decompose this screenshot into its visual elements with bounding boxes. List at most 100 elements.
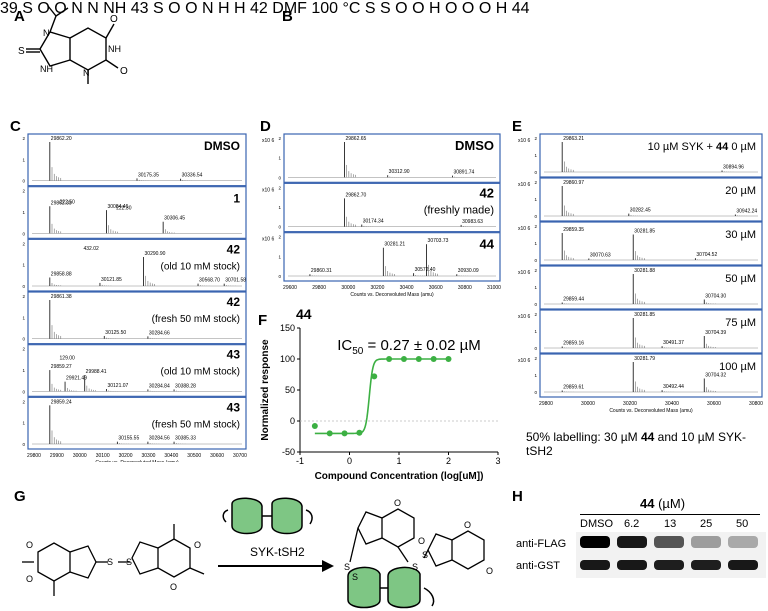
svg-text:1: 1	[22, 368, 25, 373]
ms-x-axis-label: Counts vs. Deconvoluted Mass (amu)	[95, 460, 179, 462]
ms-scale-label: x10 6	[518, 182, 530, 188]
ms-x-tick: 30700	[233, 453, 247, 459]
ms-peak-label: 30930.09	[458, 268, 479, 274]
ms-trace-box	[27, 396, 247, 450]
svg-text:2: 2	[22, 294, 25, 299]
panel-label-d: D	[260, 118, 271, 135]
ms-trace-box	[27, 238, 247, 292]
data-point	[400, 356, 407, 362]
svg-text:1: 1	[534, 373, 537, 378]
data-point	[311, 422, 318, 429]
compound-39-structure: S O NH O N N NH	[18, 5, 128, 84]
ms-peak-label: 29863.21	[563, 136, 584, 142]
ms-peak-label: 30070.63	[590, 253, 611, 259]
ms-peak-label: 30891.74	[453, 170, 474, 176]
svg-text:0: 0	[22, 442, 25, 447]
svg-text:1: 1	[534, 241, 537, 246]
svg-text:2: 2	[22, 136, 25, 141]
svg-text:1: 1	[534, 197, 537, 202]
svg-text:0: 0	[278, 274, 281, 279]
x-axis-title: Compound Concentration (log[uM])	[315, 471, 484, 482]
ms-peak-label: 29859.24	[51, 399, 72, 405]
ms-peak-label: 30281.79	[634, 356, 655, 362]
svg-text:0: 0	[534, 390, 537, 395]
band-gst	[580, 560, 610, 570]
band-flag	[580, 536, 610, 548]
svg-text:0: 0	[22, 284, 25, 289]
svg-text:0: 0	[534, 258, 537, 263]
western-blot	[576, 532, 766, 578]
svg-text:S: S	[344, 562, 350, 572]
ms-peak-label: 29861.38	[51, 294, 72, 300]
fit-curve	[314, 358, 449, 435]
ms-peak-label: 30312.90	[389, 169, 410, 175]
ms-trace-label: 43	[227, 400, 241, 414]
ms-trace-box	[283, 232, 501, 282]
ms-x-axis-label: Counts vs. Deconvoluted Mass (amu)	[609, 408, 693, 414]
ms-peak-label: 30284.84	[149, 383, 170, 389]
caption-compound: 44	[640, 430, 655, 444]
panel-label-a: A	[14, 8, 25, 25]
ms-scale-label: x10 6	[518, 314, 530, 320]
svg-text:S: S	[352, 572, 358, 582]
chart-title: 44	[296, 306, 312, 322]
svg-text:O: O	[26, 540, 33, 550]
band-gst	[728, 560, 758, 570]
band-gst	[654, 560, 684, 570]
svg-text:O: O	[486, 566, 493, 576]
reaction-arrow: DMF 100 °C S S O O H O O O H 44 29862.20…	[22, 0, 766, 609]
svg-text:0: 0	[534, 170, 537, 175]
svg-text:O: O	[194, 540, 201, 550]
ms-trace-label: 50 µM	[725, 273, 756, 285]
svg-text:S: S	[107, 557, 113, 567]
ms-x-tick: 30000	[73, 453, 87, 459]
ms-peak-label: 30174.34	[363, 219, 384, 225]
ms-peak-label: 29988.41	[86, 369, 107, 375]
svg-text:0: 0	[22, 179, 25, 184]
ms-peak-label: 30704.39	[705, 330, 726, 336]
ms-trace-box	[539, 353, 763, 398]
blot-row-label-gst: anti-GST	[516, 560, 561, 572]
ms-scale-label: x10 6	[518, 358, 530, 364]
compound-label-43: 43	[130, 0, 149, 17]
ms-peak-label: 30281.85	[634, 312, 655, 318]
data-point	[356, 429, 363, 436]
svg-text:0: 0	[278, 225, 281, 230]
ms-peak-label: 30290.90	[145, 251, 166, 257]
svg-text:0: 0	[534, 214, 537, 219]
y-axis-title: Normalized response	[260, 339, 271, 441]
data-point	[341, 430, 348, 437]
svg-text:2: 2	[278, 235, 281, 240]
svg-text:2: 2	[22, 347, 25, 352]
ms-peak-label: 30894.96	[723, 165, 744, 171]
ms-peak-label: 29862.33	[51, 200, 72, 206]
ms-x-tick: 30600	[707, 401, 721, 407]
ms-peak-label: 29862.70	[345, 192, 366, 198]
ms-trace-box	[27, 133, 247, 187]
ms-trace-box	[27, 344, 247, 397]
svg-text:1: 1	[278, 156, 281, 161]
svg-text:N: N	[43, 28, 50, 38]
ms-x-tick: 29800	[539, 401, 553, 407]
ms-peak-label: 30568.70	[199, 278, 220, 284]
panel-label-c: C	[10, 118, 21, 135]
band-flag	[617, 536, 647, 548]
ms-x-tick: 30400	[164, 453, 178, 459]
ms-peak-label: 29921.49	[66, 376, 87, 382]
svg-text:2: 2	[534, 268, 537, 273]
data-point	[445, 356, 452, 362]
ms-trace-label: 42	[227, 242, 241, 256]
ms-peak-label: 30701.58	[225, 278, 246, 284]
ms-peak-label: 30388.28	[175, 383, 196, 389]
svg-text:O: O	[418, 536, 425, 546]
ms-peak-label: 29859.27	[51, 364, 72, 370]
svg-text:0: 0	[22, 337, 25, 342]
blot-title-unit: (µM)	[654, 496, 686, 511]
svg-text:1: 1	[534, 329, 537, 334]
ms-trace-label: 75 µM	[725, 317, 756, 329]
ms-peak-label: 30704.30	[705, 294, 726, 300]
